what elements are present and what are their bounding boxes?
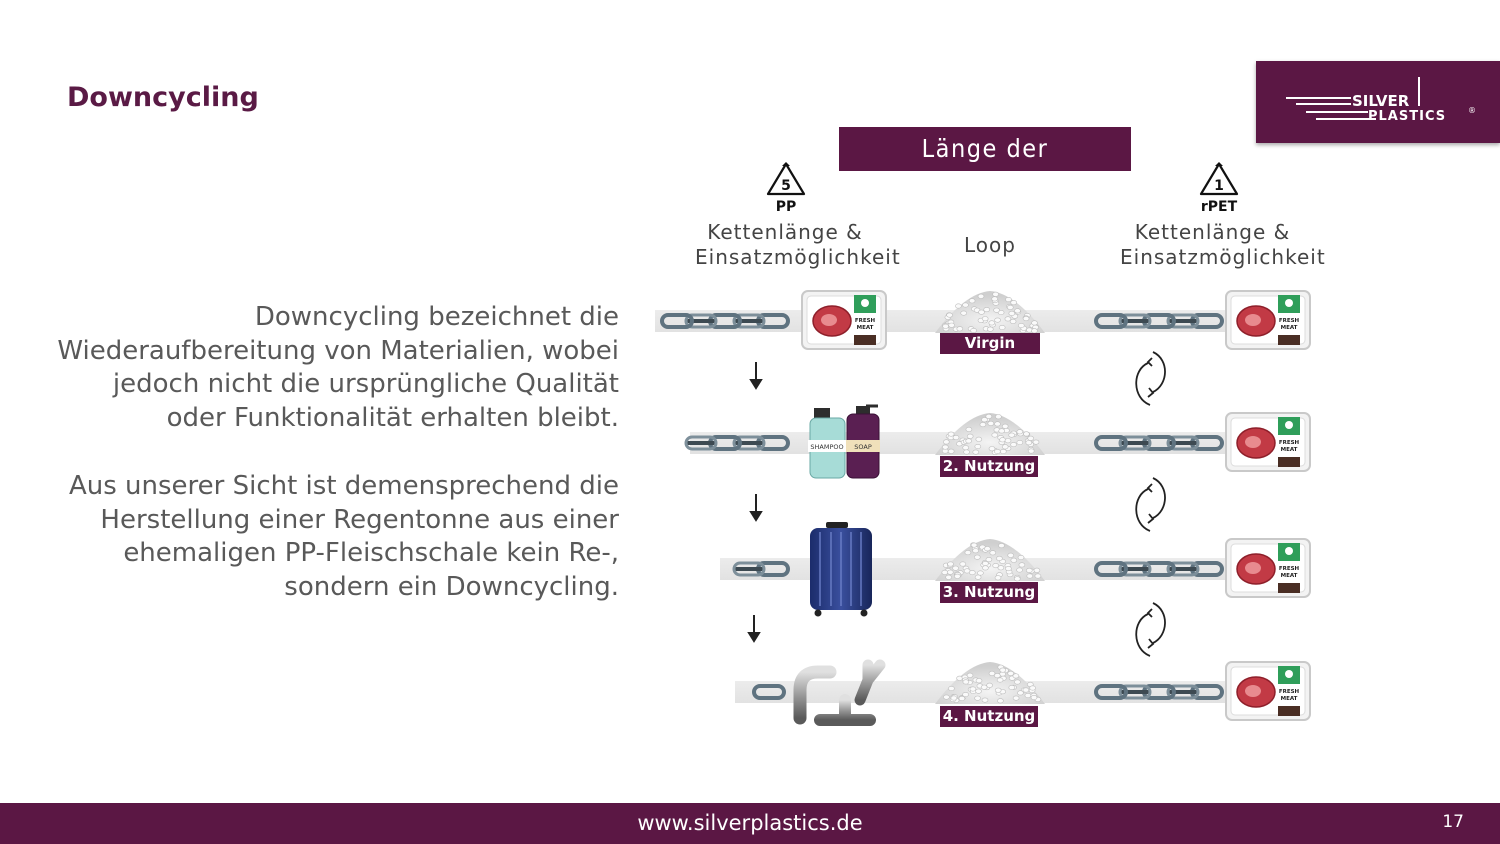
stage-band xyxy=(690,432,1310,454)
cycle-arrow-icon xyxy=(1135,477,1166,532)
recycle-code-number: 5 xyxy=(781,178,791,194)
recycle-code-5-icon: 5 PP xyxy=(766,162,806,215)
recycle-code-number: 1 xyxy=(1214,178,1224,194)
label-line: Kettenlänge & xyxy=(707,220,863,244)
paragraph-line: Downcycling bezeichnet die xyxy=(254,302,619,332)
footer-url[interactable]: www.silverplastics.de xyxy=(637,811,863,835)
paragraph-line: ehemaligen PP-Fleischschale kein Re-, xyxy=(123,538,619,568)
paragraph-conclusion: Aus unserer Sicht ist demensprechend die… xyxy=(39,470,619,604)
stage-label-3: 3. Nutzung xyxy=(940,582,1038,603)
arrow-down-icon xyxy=(749,362,763,390)
paragraph-line: Aus unserer Sicht ist demensprechend die xyxy=(68,471,619,501)
page-number: 17 xyxy=(1442,812,1464,832)
slide-title: Downcycling xyxy=(67,82,259,113)
cycle-arrow-icon xyxy=(1135,602,1166,657)
label-line: Einsatzmöglichkeit xyxy=(695,245,901,269)
recycle-code-1-icon: 1 rPET xyxy=(1199,162,1239,215)
paragraph-line: Wiederaufbereitung von Materialien, wobe… xyxy=(57,335,619,366)
arrow-down-icon xyxy=(747,615,761,643)
stage-label-virgin: Virgin xyxy=(940,333,1040,354)
stage-label-4: 4. Nutzung xyxy=(940,706,1038,727)
diagram-header: Länge der Molekülketten xyxy=(839,127,1131,207)
stage-band xyxy=(720,558,1310,580)
stage-label-2: 2. Nutzung xyxy=(940,456,1038,477)
logo-line1: SILVER xyxy=(1352,92,1410,110)
logo-graphic: SILVER PLASTICS ® xyxy=(1286,77,1476,124)
stage-band xyxy=(655,310,1311,332)
arrow-down-icon xyxy=(749,494,763,522)
logo-registered-mark: ® xyxy=(1468,106,1476,115)
paragraph-line: oder Funktionalität erhalten bleibt. xyxy=(166,402,619,433)
silver-plastics-logo: SILVER PLASTICS ® xyxy=(1256,61,1500,143)
left-column-label: Kettenlänge & Einsatzmöglichkeit xyxy=(695,220,901,270)
paragraph-line: jedoch nicht die ursprüngliche Qualität xyxy=(112,369,619,399)
paragraph-line: Herstellung einer Regentonne aus einer xyxy=(100,504,619,535)
recycle-code-label: rPET xyxy=(1201,199,1238,215)
paragraph-definition: Downcycling bezeichnet die Wiederaufbere… xyxy=(39,301,619,435)
paragraph-line: sondern ein Downcycling. xyxy=(284,571,619,602)
stage-band xyxy=(735,681,1310,703)
recycle-code-label: PP xyxy=(776,199,797,215)
middle-column-label: Loop xyxy=(964,233,1016,257)
label-line: Einsatzmöglichkeit xyxy=(1120,245,1326,269)
right-column-label: Kettenlänge & Einsatzmöglichkeit xyxy=(1120,220,1326,270)
logo-line2: PLASTICS xyxy=(1368,109,1446,124)
cycle-arrow-icon xyxy=(1135,351,1166,406)
footer-bar: www.silverplastics.de 17 xyxy=(0,803,1500,844)
down-arrows xyxy=(747,362,763,643)
label-line: Kettenlänge & xyxy=(1134,220,1291,244)
cycle-arrows xyxy=(1135,351,1166,657)
